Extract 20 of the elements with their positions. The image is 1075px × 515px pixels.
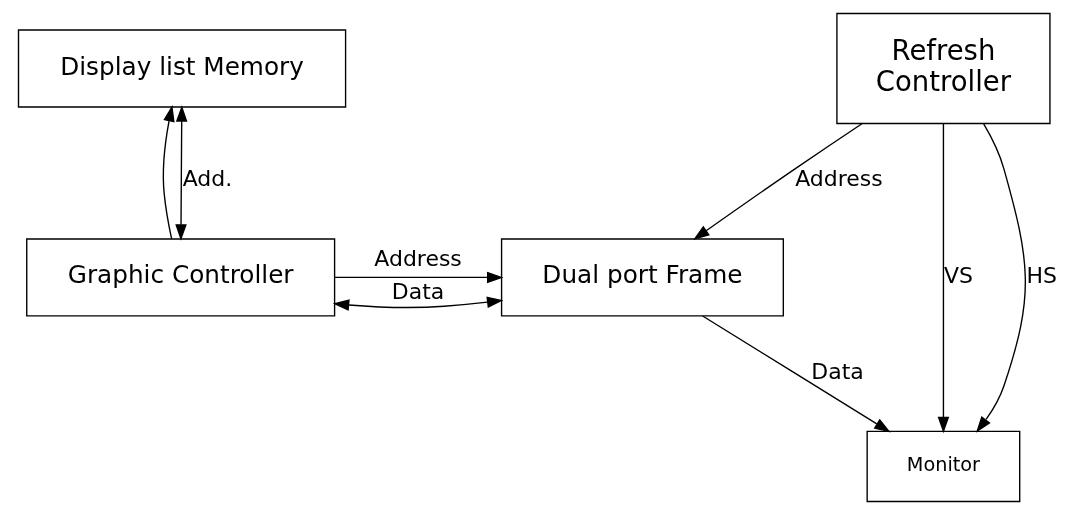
edge-label: Address — [373, 246, 462, 272]
node-box: Dual port Frame — [500, 238, 784, 317]
arrow — [701, 315, 891, 433]
node-box: Graphic Controller — [25, 238, 335, 317]
node-box: Display list Memory — [17, 29, 346, 108]
arrow — [332, 296, 503, 311]
edge-label: Data — [391, 279, 444, 305]
edge-label: HS — [1025, 262, 1057, 288]
node-box: Refresh Controller — [835, 12, 1051, 125]
arrow — [975, 123, 1026, 433]
edge-label: Add. — [182, 166, 232, 192]
arrow — [333, 271, 503, 284]
arrow — [162, 105, 175, 240]
arrow — [937, 122, 949, 434]
edge-label: VS — [943, 262, 973, 288]
edge-label: Data — [810, 358, 864, 384]
edge-label: Address — [794, 166, 883, 192]
arrow — [174, 105, 187, 241]
node-box: Monitor — [865, 430, 1020, 503]
arrow — [692, 123, 863, 240]
